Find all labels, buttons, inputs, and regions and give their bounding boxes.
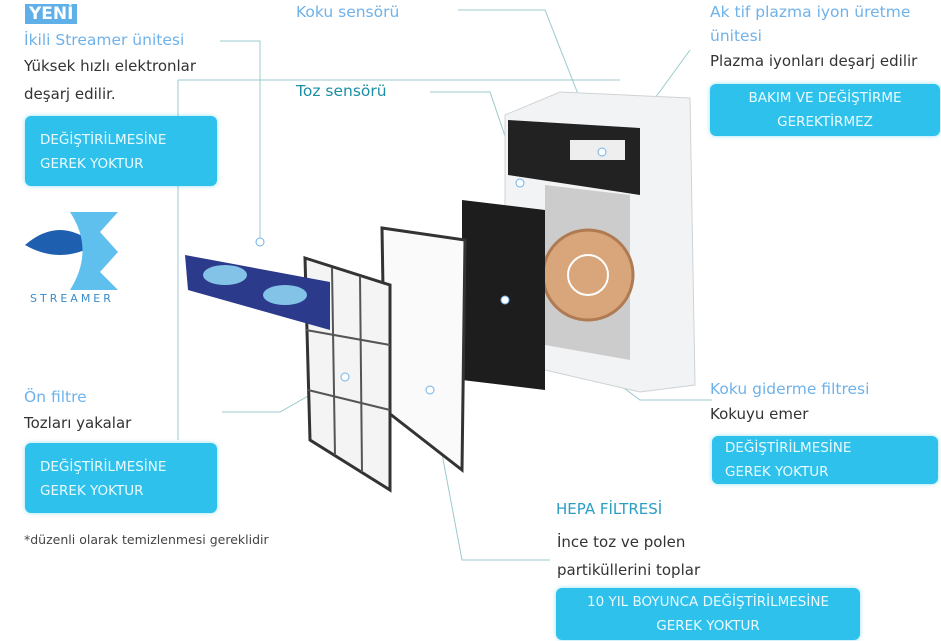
streamer-logo — [25, 212, 118, 290]
hepa-filter-shape — [380, 226, 467, 474]
pre-filter-note: *düzenli olarak temizlenmesi gereklidir — [24, 532, 269, 547]
streamer-desc-line: deşarj edilir. — [24, 85, 116, 103]
deodorizing-filter-desc: Kokuyu emer — [710, 405, 809, 423]
streamer-title: İkili Streamer ünitesi — [24, 31, 185, 49]
pre-filter-title: Ön filtre — [24, 388, 87, 406]
pre-filter-desc: Tozları yakalar — [24, 414, 132, 432]
odor-sensor-title: Koku sensörü — [296, 3, 400, 21]
deodorizing-filter-title: Koku giderme filtresi — [710, 380, 870, 398]
plasma-desc: Plazma iyonları deşarj edilir — [710, 52, 918, 70]
deodorizing-filter-shape — [462, 200, 545, 390]
streamer-logo-text: STREAMER — [30, 292, 114, 305]
streamer-desc-line: Yüksek hızlı elektronlar — [24, 57, 197, 75]
streamer-desc: Yüksek hızlı elektronlar deşarj edilir. — [24, 52, 196, 108]
dust-sensor-title: Toz sensörü — [296, 82, 387, 100]
streamer-unit-shape — [185, 255, 330, 330]
hepa-title: HEPA FİLTRESİ — [556, 500, 663, 518]
purifier-body — [504, 91, 696, 393]
new-badge: YENİ — [25, 4, 78, 24]
